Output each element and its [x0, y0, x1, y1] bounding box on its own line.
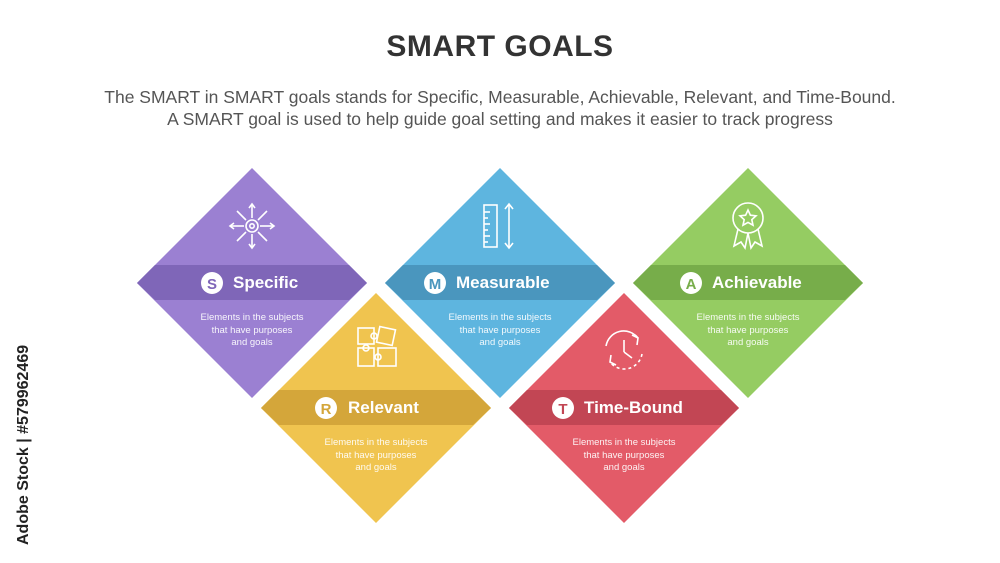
diamond-measurable	[385, 168, 615, 398]
body-line: Elements in the subjects	[572, 437, 676, 448]
subtitle-line-1: The SMART in SMART goals stands for Spec…	[104, 87, 896, 107]
letter-badges: S R M T A	[201, 272, 702, 419]
body-line: and goals	[355, 462, 397, 473]
item-body-time-bound: Elements in the subjects that have purpo…	[554, 437, 694, 475]
body-line: and goals	[479, 337, 521, 348]
letter-circle-a	[680, 272, 702, 294]
item-title-achievable: Achievable	[712, 273, 802, 292]
item-title-measurable: Measurable	[456, 273, 550, 292]
body-line: Elements in the subjects	[324, 437, 428, 448]
band-shape	[137, 265, 367, 300]
letter-m: M	[429, 276, 442, 293]
body-line: and goals	[231, 337, 273, 348]
body-line: Elements in the subjects	[448, 312, 552, 323]
letter-t: T	[558, 401, 567, 418]
body-line: that have purposes	[583, 449, 665, 461]
letter-circle-r	[315, 397, 337, 419]
diamond-specific	[137, 168, 367, 398]
body-line: Elements in the subjects	[696, 312, 800, 323]
letter-circle-t	[552, 397, 574, 419]
letter-r: R	[321, 401, 332, 418]
band-shape	[261, 390, 491, 425]
item-body-relevant: Elements in the subjects that have purpo…	[306, 437, 446, 475]
letter-circle-m	[424, 272, 446, 294]
body-line: that have purposes	[211, 324, 293, 336]
letter-s: S	[207, 276, 217, 293]
letter-a: A	[686, 276, 697, 293]
starburst-icon	[228, 202, 276, 250]
diamond-relevant	[261, 293, 491, 523]
award-icon	[732, 202, 764, 251]
ruler-icon	[483, 202, 514, 250]
puzzle-icon	[357, 325, 397, 367]
clock-cycle-icon	[605, 330, 643, 370]
body-line: that have purposes	[707, 324, 789, 336]
item-body-achievable: Elements in the subjects that have purpo…	[678, 312, 818, 350]
body-line: and goals	[603, 462, 645, 473]
item-title-specific: Specific	[233, 273, 299, 292]
subtitle-line-2: A SMART goal is used to help guide goal …	[167, 109, 833, 129]
body-line: that have purposes	[459, 324, 541, 336]
item-title-relevant: Relevant	[348, 398, 419, 417]
body-line: Elements in the subjects	[200, 312, 304, 323]
page-title: SMART GOALS	[386, 30, 614, 63]
item-title-time-bound: Time-Bound	[584, 398, 683, 417]
letter-circle-s	[201, 272, 223, 294]
item-body-specific: Elements in the subjects that have purpo…	[182, 312, 322, 350]
item-body-measurable: Elements in the subjects that have purpo…	[430, 312, 570, 350]
body-line: that have purposes	[335, 449, 417, 461]
body-line: and goals	[727, 337, 769, 348]
band-shape	[385, 265, 615, 300]
